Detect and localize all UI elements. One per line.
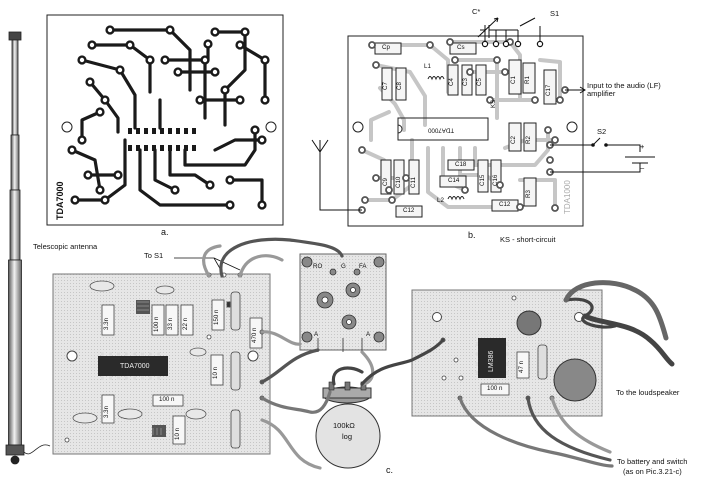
pcb-b-pads <box>358 38 569 214</box>
cap-label-2: 33 n <box>167 317 174 330</box>
pcb-layout-a <box>46 14 284 226</box>
telescopic-antenna <box>5 31 51 465</box>
volume-potentiometer <box>315 381 381 469</box>
pcb-a-chip-label: TDA7000 <box>55 181 65 220</box>
label-c8: C8 <box>396 82 403 90</box>
tuner-pin-fa: FA <box>359 263 367 270</box>
battery-label: To battery and switch <box>617 457 688 466</box>
label-c12b: C12 <box>499 201 511 208</box>
loudspeaker-label: To the loudspeaker <box>616 388 680 397</box>
panel-label-b: b. <box>468 230 476 240</box>
main-chip-label: TDA7000 <box>120 363 150 370</box>
cap-label-8: 100 n <box>159 396 175 403</box>
pcb-a-ic-pads <box>128 128 196 151</box>
label-chip-b: TDA7000 <box>428 126 455 134</box>
label-board-mark: TDA1000 <box>563 180 572 214</box>
label-c-star: C* <box>472 7 481 16</box>
pot-value: 100kΩ <box>333 421 355 430</box>
panel-label-a: a. <box>161 227 169 237</box>
resistors-c <box>226 291 241 449</box>
label-c9: C9 <box>382 178 389 186</box>
label-s2: S2 <box>597 127 607 136</box>
label-ks: KS <box>490 99 497 108</box>
label-l1: L1 <box>424 63 431 70</box>
label-c4: C4 <box>448 78 455 86</box>
input-note: Input to the audio (LF) amplifier <box>587 81 661 98</box>
cap-label-3: 22 n <box>182 317 189 330</box>
tuning-capacitor-symbol <box>477 17 541 42</box>
pcb-a-pads <box>67 25 270 210</box>
label-s1: S1 <box>550 9 560 18</box>
tuner-pin-ro: RO <box>313 263 323 270</box>
antenna-symbol <box>311 139 362 211</box>
label-r2: R2 <box>525 136 532 144</box>
cap-label-0: 3.3n <box>103 317 110 330</box>
tuning-capacitor-c <box>299 253 387 352</box>
label-cs: Cs <box>457 44 465 51</box>
battery-ref: (as on Pic.3.21-c) <box>623 467 682 476</box>
cap-label-4: 150 n <box>213 309 220 325</box>
label-minus: – <box>640 163 645 172</box>
label-c16: C16 <box>492 174 499 186</box>
label-plus: + <box>640 142 645 151</box>
label-c18: C18 <box>455 161 467 168</box>
pot-taper: log <box>342 432 353 441</box>
tuner-pin-a1: A <box>314 331 319 338</box>
label-c14: C14 <box>448 177 460 184</box>
assembly-c <box>5 31 675 470</box>
amp-cap2-label: 100 n <box>487 385 503 392</box>
label-c2: C2 <box>510 136 517 144</box>
amp-cap-label: 47 n <box>518 360 525 373</box>
to-s1-label: To S1 <box>144 251 164 260</box>
label-l2: L2 <box>437 197 444 204</box>
label-r1: R1 <box>524 76 531 84</box>
label-cp: Cp <box>382 44 390 51</box>
label-c7: C7 <box>382 82 389 90</box>
wires-c <box>202 237 675 470</box>
cap-label-6: 10 n <box>212 366 219 379</box>
label-c17: C17 <box>545 84 552 96</box>
ic-outline-b <box>397 117 489 141</box>
label-c1: C1 <box>510 76 517 84</box>
amp-chip-label: LM386 <box>488 350 495 372</box>
cap-label-5: 470 n <box>251 327 258 343</box>
receiver-board-c <box>52 272 271 455</box>
component-outlines-b <box>374 42 557 218</box>
label-c11: C11 <box>410 177 417 188</box>
panel-label-c: c. <box>386 465 394 475</box>
label-c15: C15 <box>479 174 486 186</box>
label-r3: R3 <box>525 190 532 198</box>
tuner-pin-g: G <box>341 263 346 270</box>
pcb-component-side-b <box>311 17 655 227</box>
cap-label-7: 3.3n <box>103 405 110 418</box>
label-c12a: C12 <box>403 207 415 214</box>
antenna-label: Telescopic antenna <box>33 242 98 251</box>
tuner-pin-a2: A <box>366 331 371 338</box>
label-c5: C5 <box>476 78 483 86</box>
coils-b <box>427 76 465 201</box>
cap-label-9: 10 n <box>174 427 181 440</box>
amplifier-board-c <box>411 289 603 417</box>
cap-label-1: 100 n <box>153 316 160 332</box>
label-c10: C10 <box>395 176 402 188</box>
label-c3: C3 <box>462 78 469 86</box>
ks-note: KS - short-circuit <box>500 235 556 244</box>
